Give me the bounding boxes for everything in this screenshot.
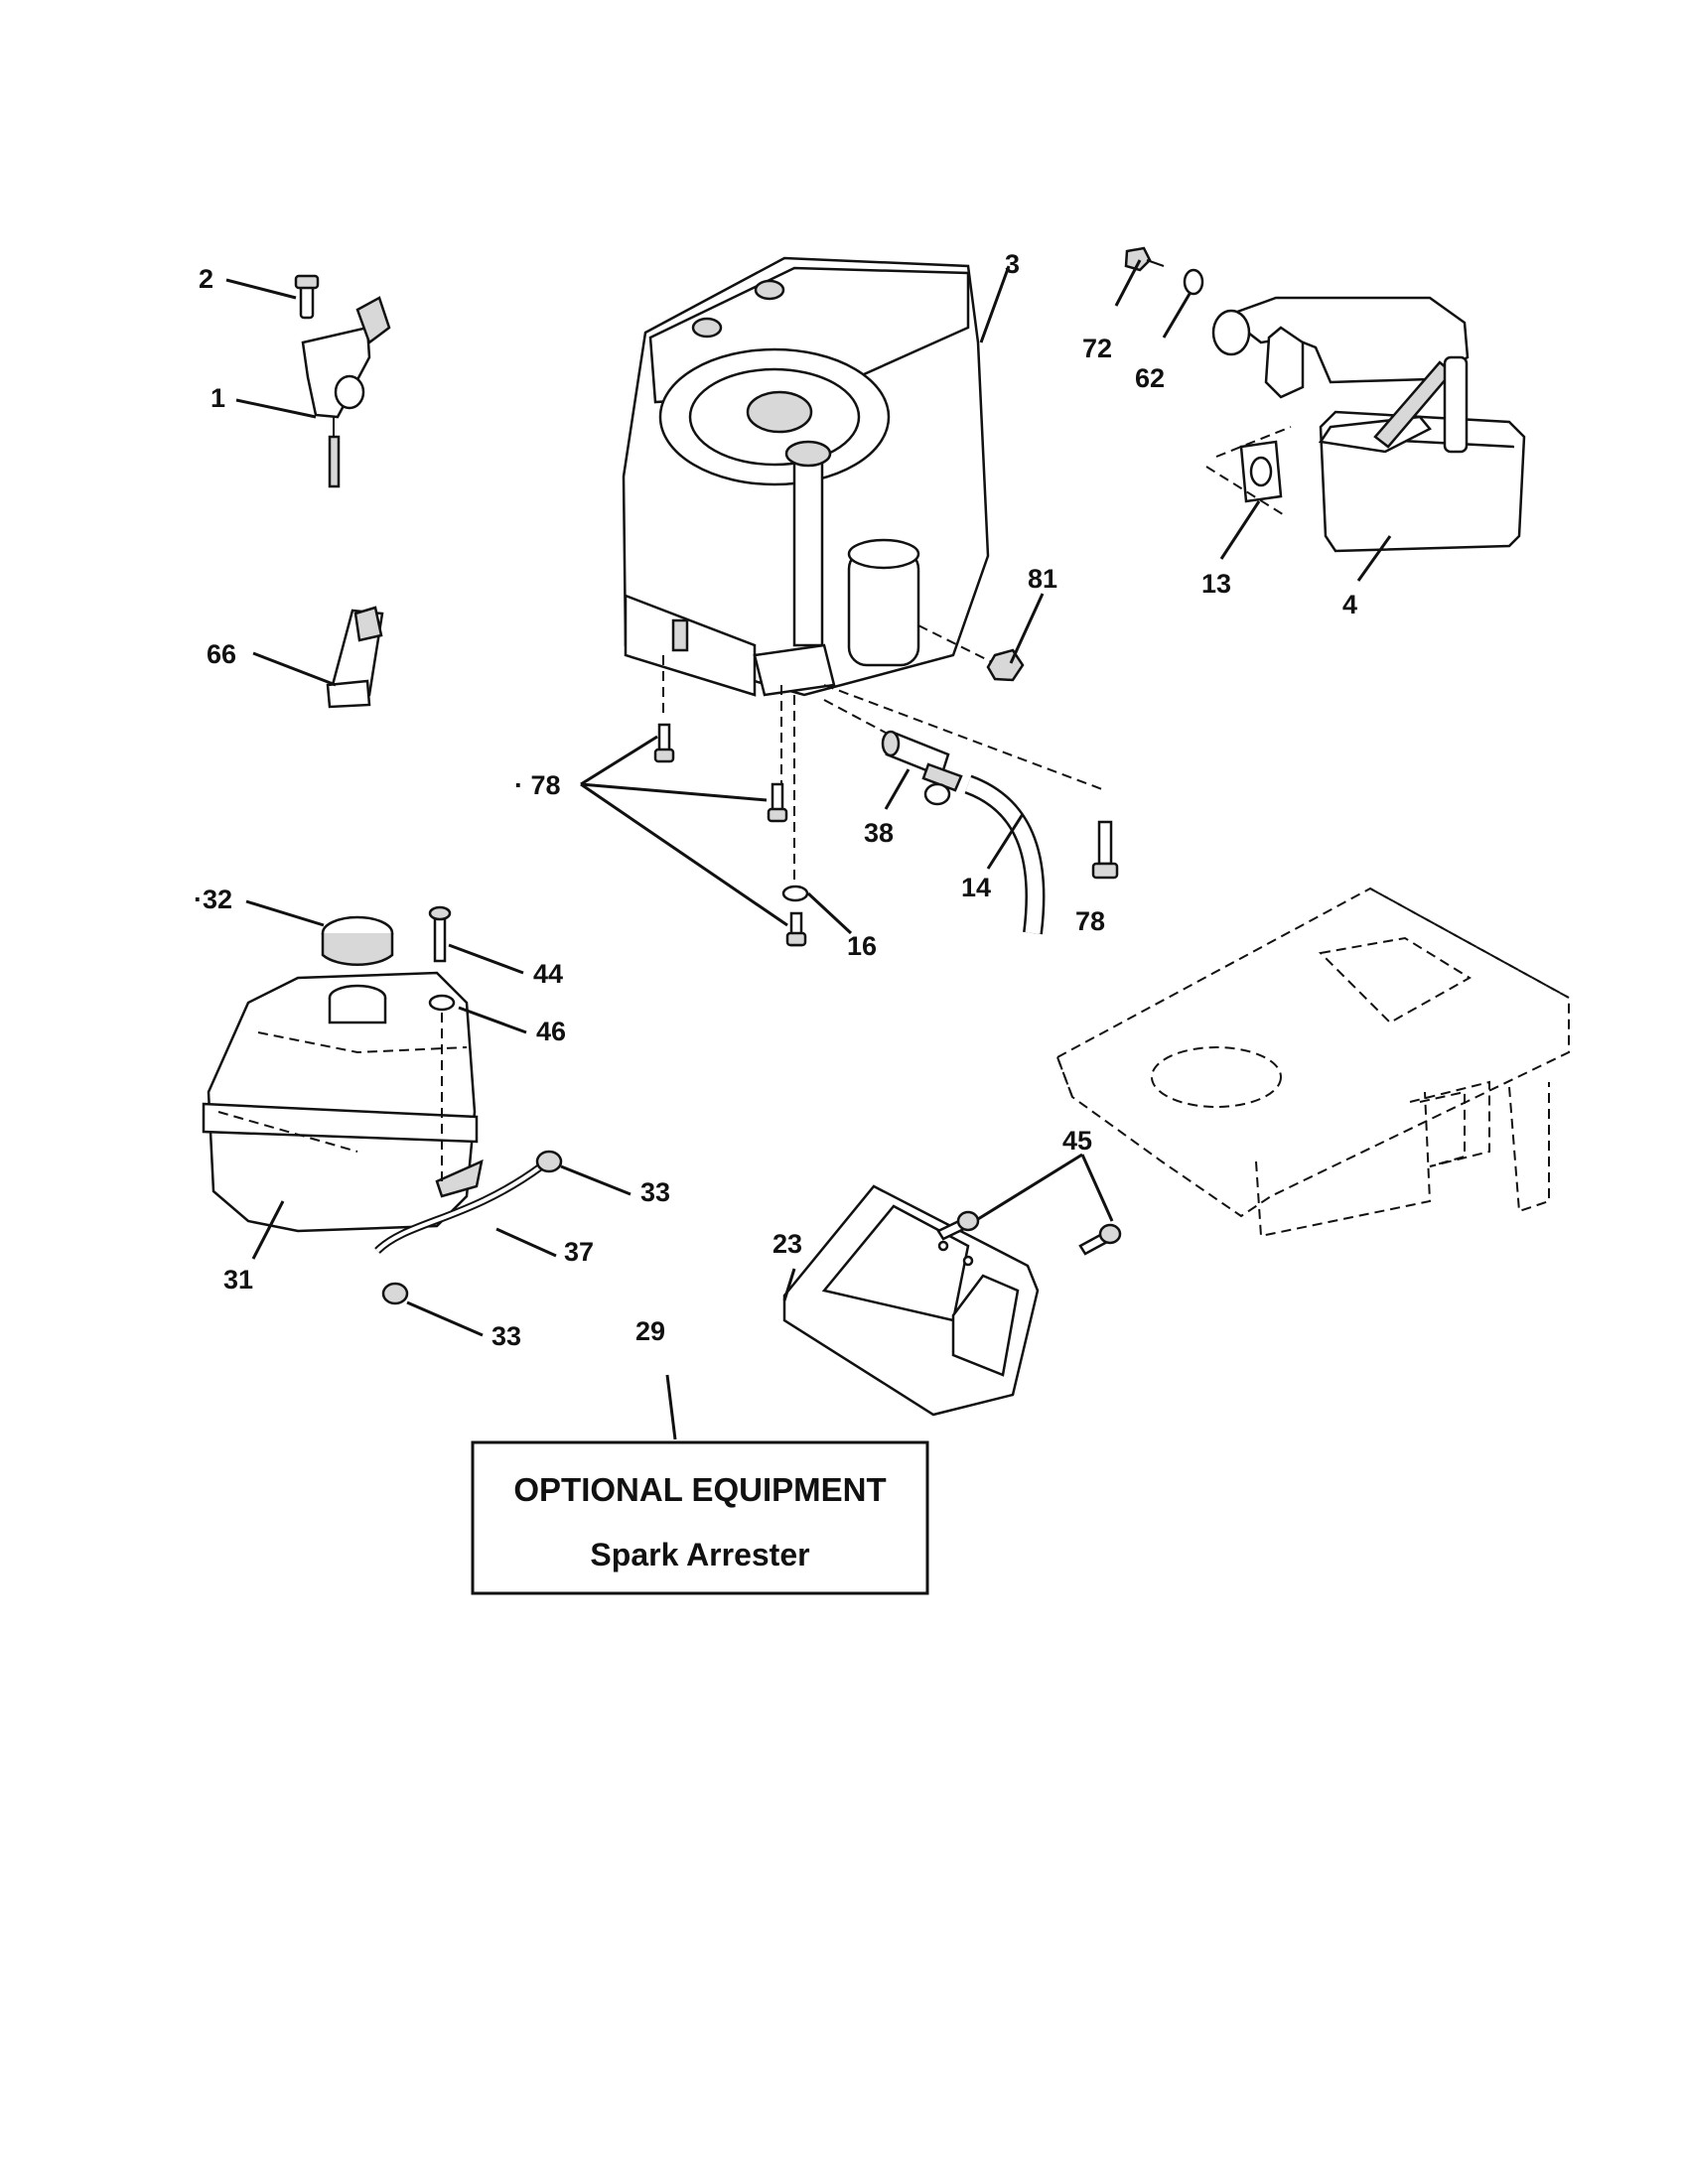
label-part-81: 81 <box>1028 564 1057 594</box>
bolt-part-45 <box>936 1210 1122 1256</box>
label-part-62: 62 <box>1135 363 1165 393</box>
label-part-66: 66 <box>207 639 236 669</box>
label-part-13: 13 <box>1201 569 1231 599</box>
bolt-part-78 <box>653 723 1119 947</box>
label-part-38: 38 <box>864 818 894 848</box>
washer-part-46 <box>428 994 456 1012</box>
label-part-44: 44 <box>533 959 563 989</box>
label-part-46: 46 <box>536 1017 566 1046</box>
valve-part-38 <box>881 730 963 806</box>
label-part-14: 14 <box>961 873 991 902</box>
optional-equipment-title: OPTIONAL EQUIPMENT <box>513 1471 886 1508</box>
label-part-72: 72 <box>1082 334 1112 363</box>
throttle-control-part-1 <box>294 274 391 488</box>
label-part-78-left: · 78 <box>514 770 561 800</box>
clamp-part-33 <box>381 1150 563 1305</box>
label-part-37: 37 <box>564 1237 594 1267</box>
heat-shield-part-23 <box>782 1184 1040 1417</box>
optional-equipment-box: OPTIONAL EQUIPMENT Spark Arrester <box>471 1440 929 1595</box>
label-part-2: 2 <box>199 264 213 294</box>
label-part-33-bottom: 33 <box>491 1321 521 1351</box>
label-part-29: 29 <box>635 1316 665 1346</box>
label-part-78-right: 78 <box>1075 906 1105 936</box>
muffler-part-4 <box>1211 296 1526 553</box>
spark-arrester-text: Spark Arrester <box>590 1537 809 1572</box>
fuel-line-part-37-inner <box>375 1164 543 1253</box>
label-part-33-top: 33 <box>640 1177 670 1207</box>
label-part-3: 3 <box>1005 249 1020 279</box>
bracket-part-66 <box>326 606 384 709</box>
leader-lines <box>225 259 1392 1440</box>
fuel-cap-part-32 <box>321 915 394 966</box>
hose-part-14-inner <box>965 776 1043 934</box>
label-part-23: 23 <box>772 1229 802 1259</box>
screw-part-44 <box>428 905 452 963</box>
label-part-32: ·32 <box>194 885 232 914</box>
label-part-31: 31 <box>223 1265 253 1295</box>
gasket-part-13 <box>1239 440 1283 503</box>
bolt-part-72 <box>1124 246 1165 272</box>
engine-part-3 <box>622 256 990 697</box>
washer-part-62 <box>1183 268 1204 296</box>
label-part-4: 4 <box>1342 590 1357 619</box>
washer-part-16 <box>781 885 809 902</box>
tractor-frame-outline <box>1055 887 1570 1238</box>
nut-part-81 <box>986 648 1025 682</box>
label-part-1: 1 <box>210 383 225 413</box>
label-part-45: 45 <box>1062 1126 1092 1156</box>
fuel-tank-part-31 <box>202 971 484 1233</box>
label-part-16: 16 <box>847 931 877 961</box>
part-labels: 2 1 66 3 72 62 13 4 81 · 78 38 14 78 16 … <box>194 249 1357 1351</box>
